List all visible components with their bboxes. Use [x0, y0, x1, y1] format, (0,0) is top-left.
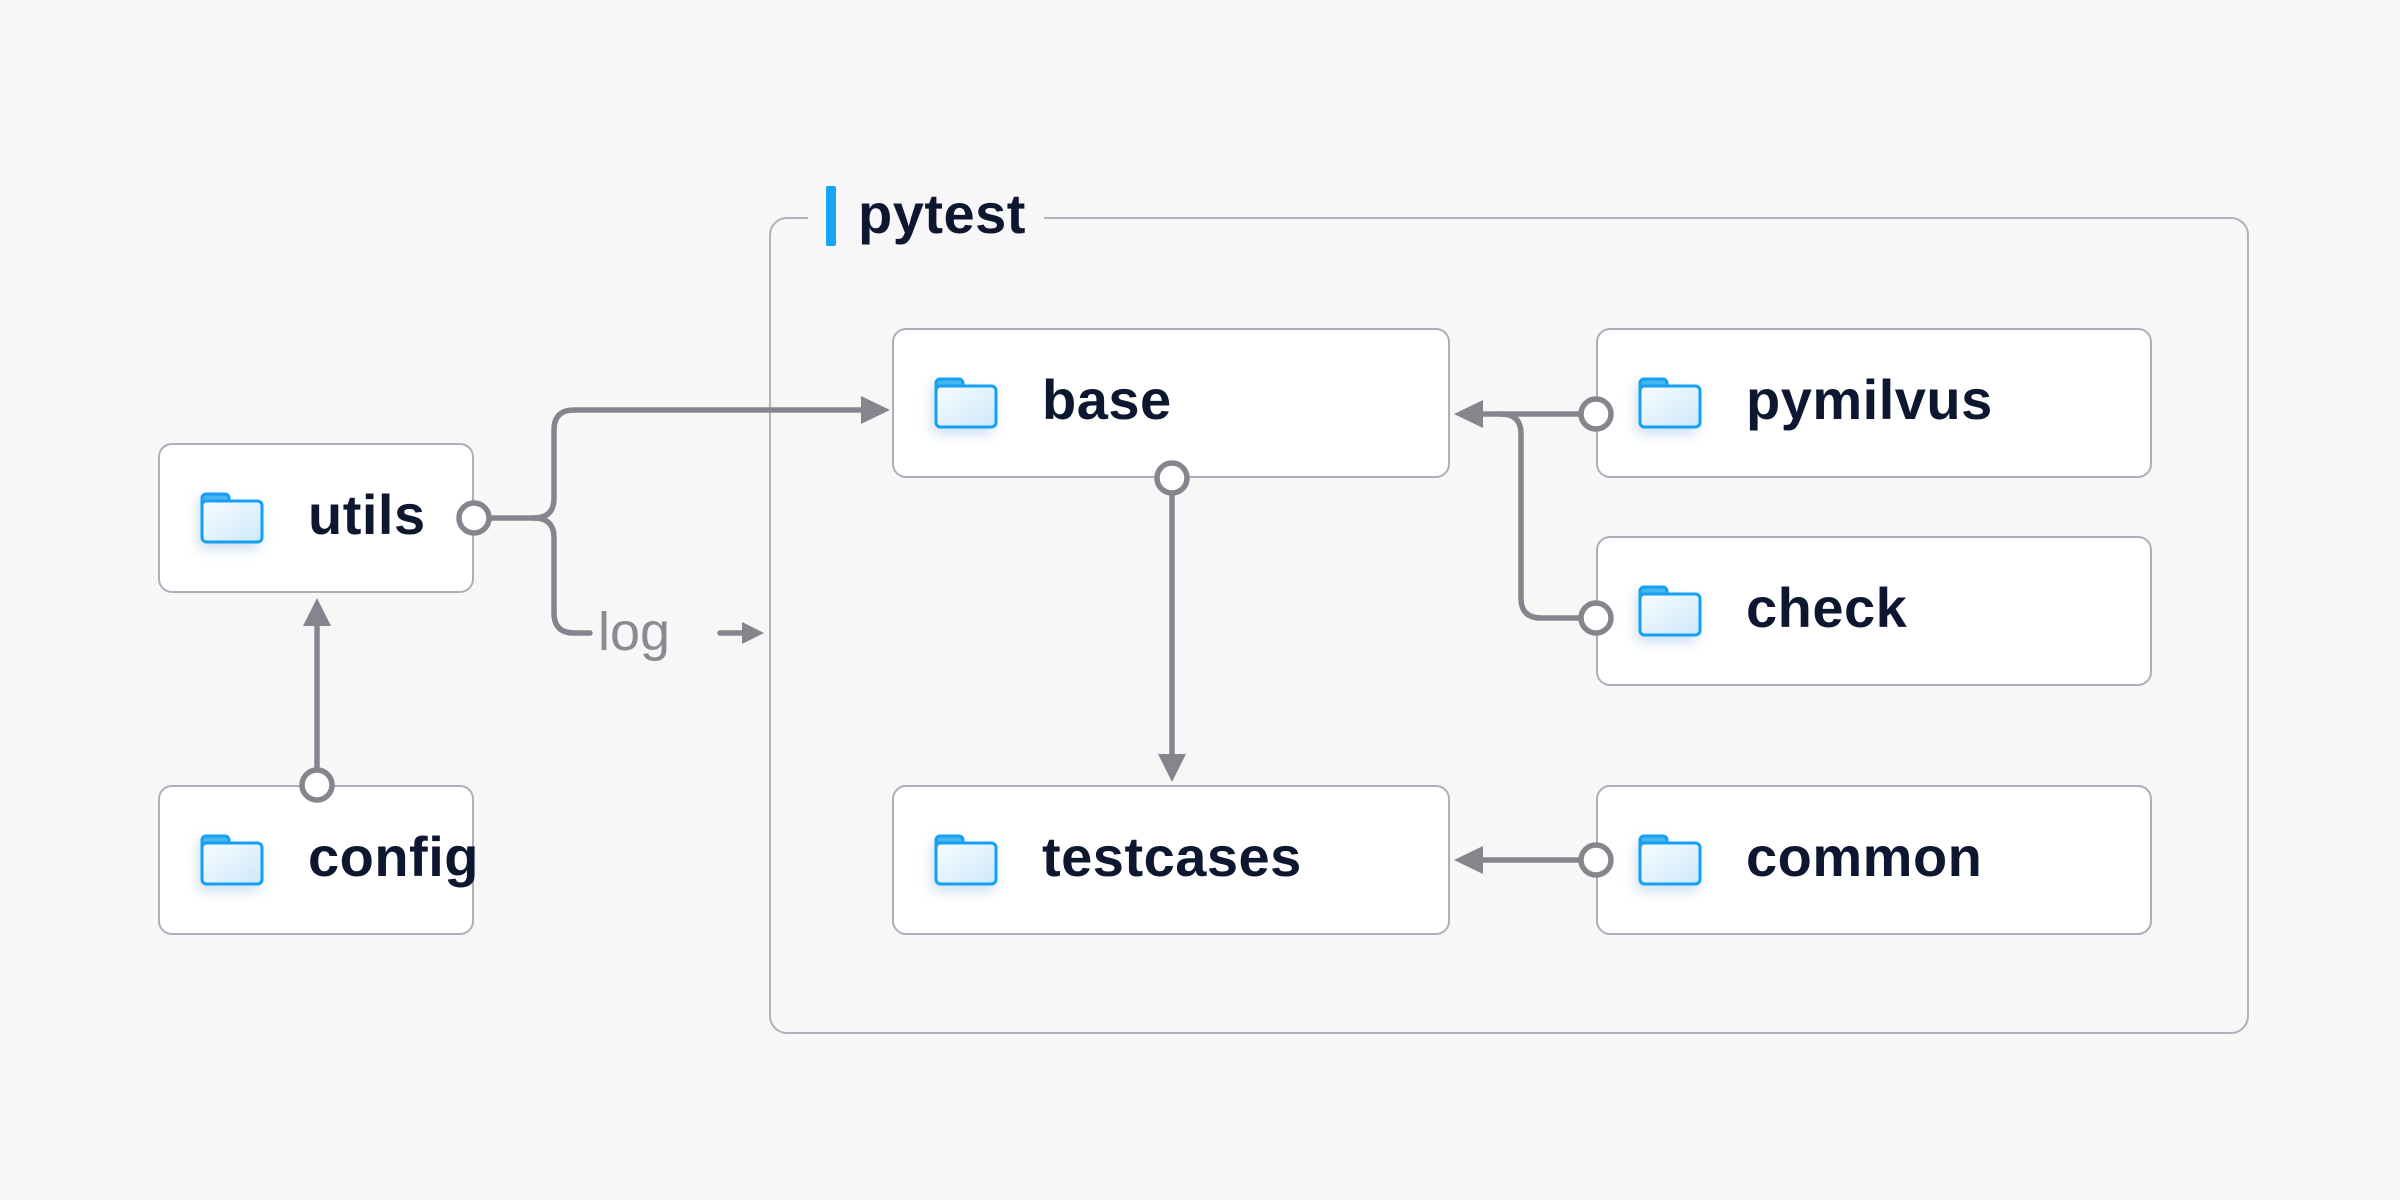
edge-label-log: log — [598, 602, 671, 662]
group-pytest-label: pytest — [808, 184, 1044, 248]
node-common: common — [1596, 785, 2152, 935]
folder-icon — [1638, 377, 1702, 429]
node-check: check — [1596, 536, 2152, 686]
node-label: pymilvus — [1746, 368, 1993, 431]
folder-icon — [1638, 585, 1702, 637]
folder-icon — [934, 834, 998, 886]
folder-icon — [934, 377, 998, 429]
node-testcases: testcases — [892, 785, 1450, 935]
group-title: pytest — [858, 182, 1026, 245]
node-config: config — [158, 785, 478, 935]
node-label: testcases — [1042, 825, 1302, 888]
node-base: base — [892, 328, 1450, 478]
folder-icon — [1638, 834, 1702, 886]
node-utils: utils — [158, 443, 474, 593]
node-label: check — [1746, 576, 1908, 639]
node-label: base — [1042, 368, 1172, 431]
edge-config-utils — [299, 598, 335, 803]
folder-icon — [200, 834, 264, 886]
node-label: config — [308, 825, 479, 888]
accent-bar — [826, 186, 836, 246]
folder-icon — [200, 492, 264, 544]
node-pymilvus: pymilvus — [1596, 328, 2152, 478]
group-pytest — [769, 217, 2249, 1034]
node-label: utils — [308, 483, 426, 546]
node-label: common — [1746, 825, 1983, 888]
